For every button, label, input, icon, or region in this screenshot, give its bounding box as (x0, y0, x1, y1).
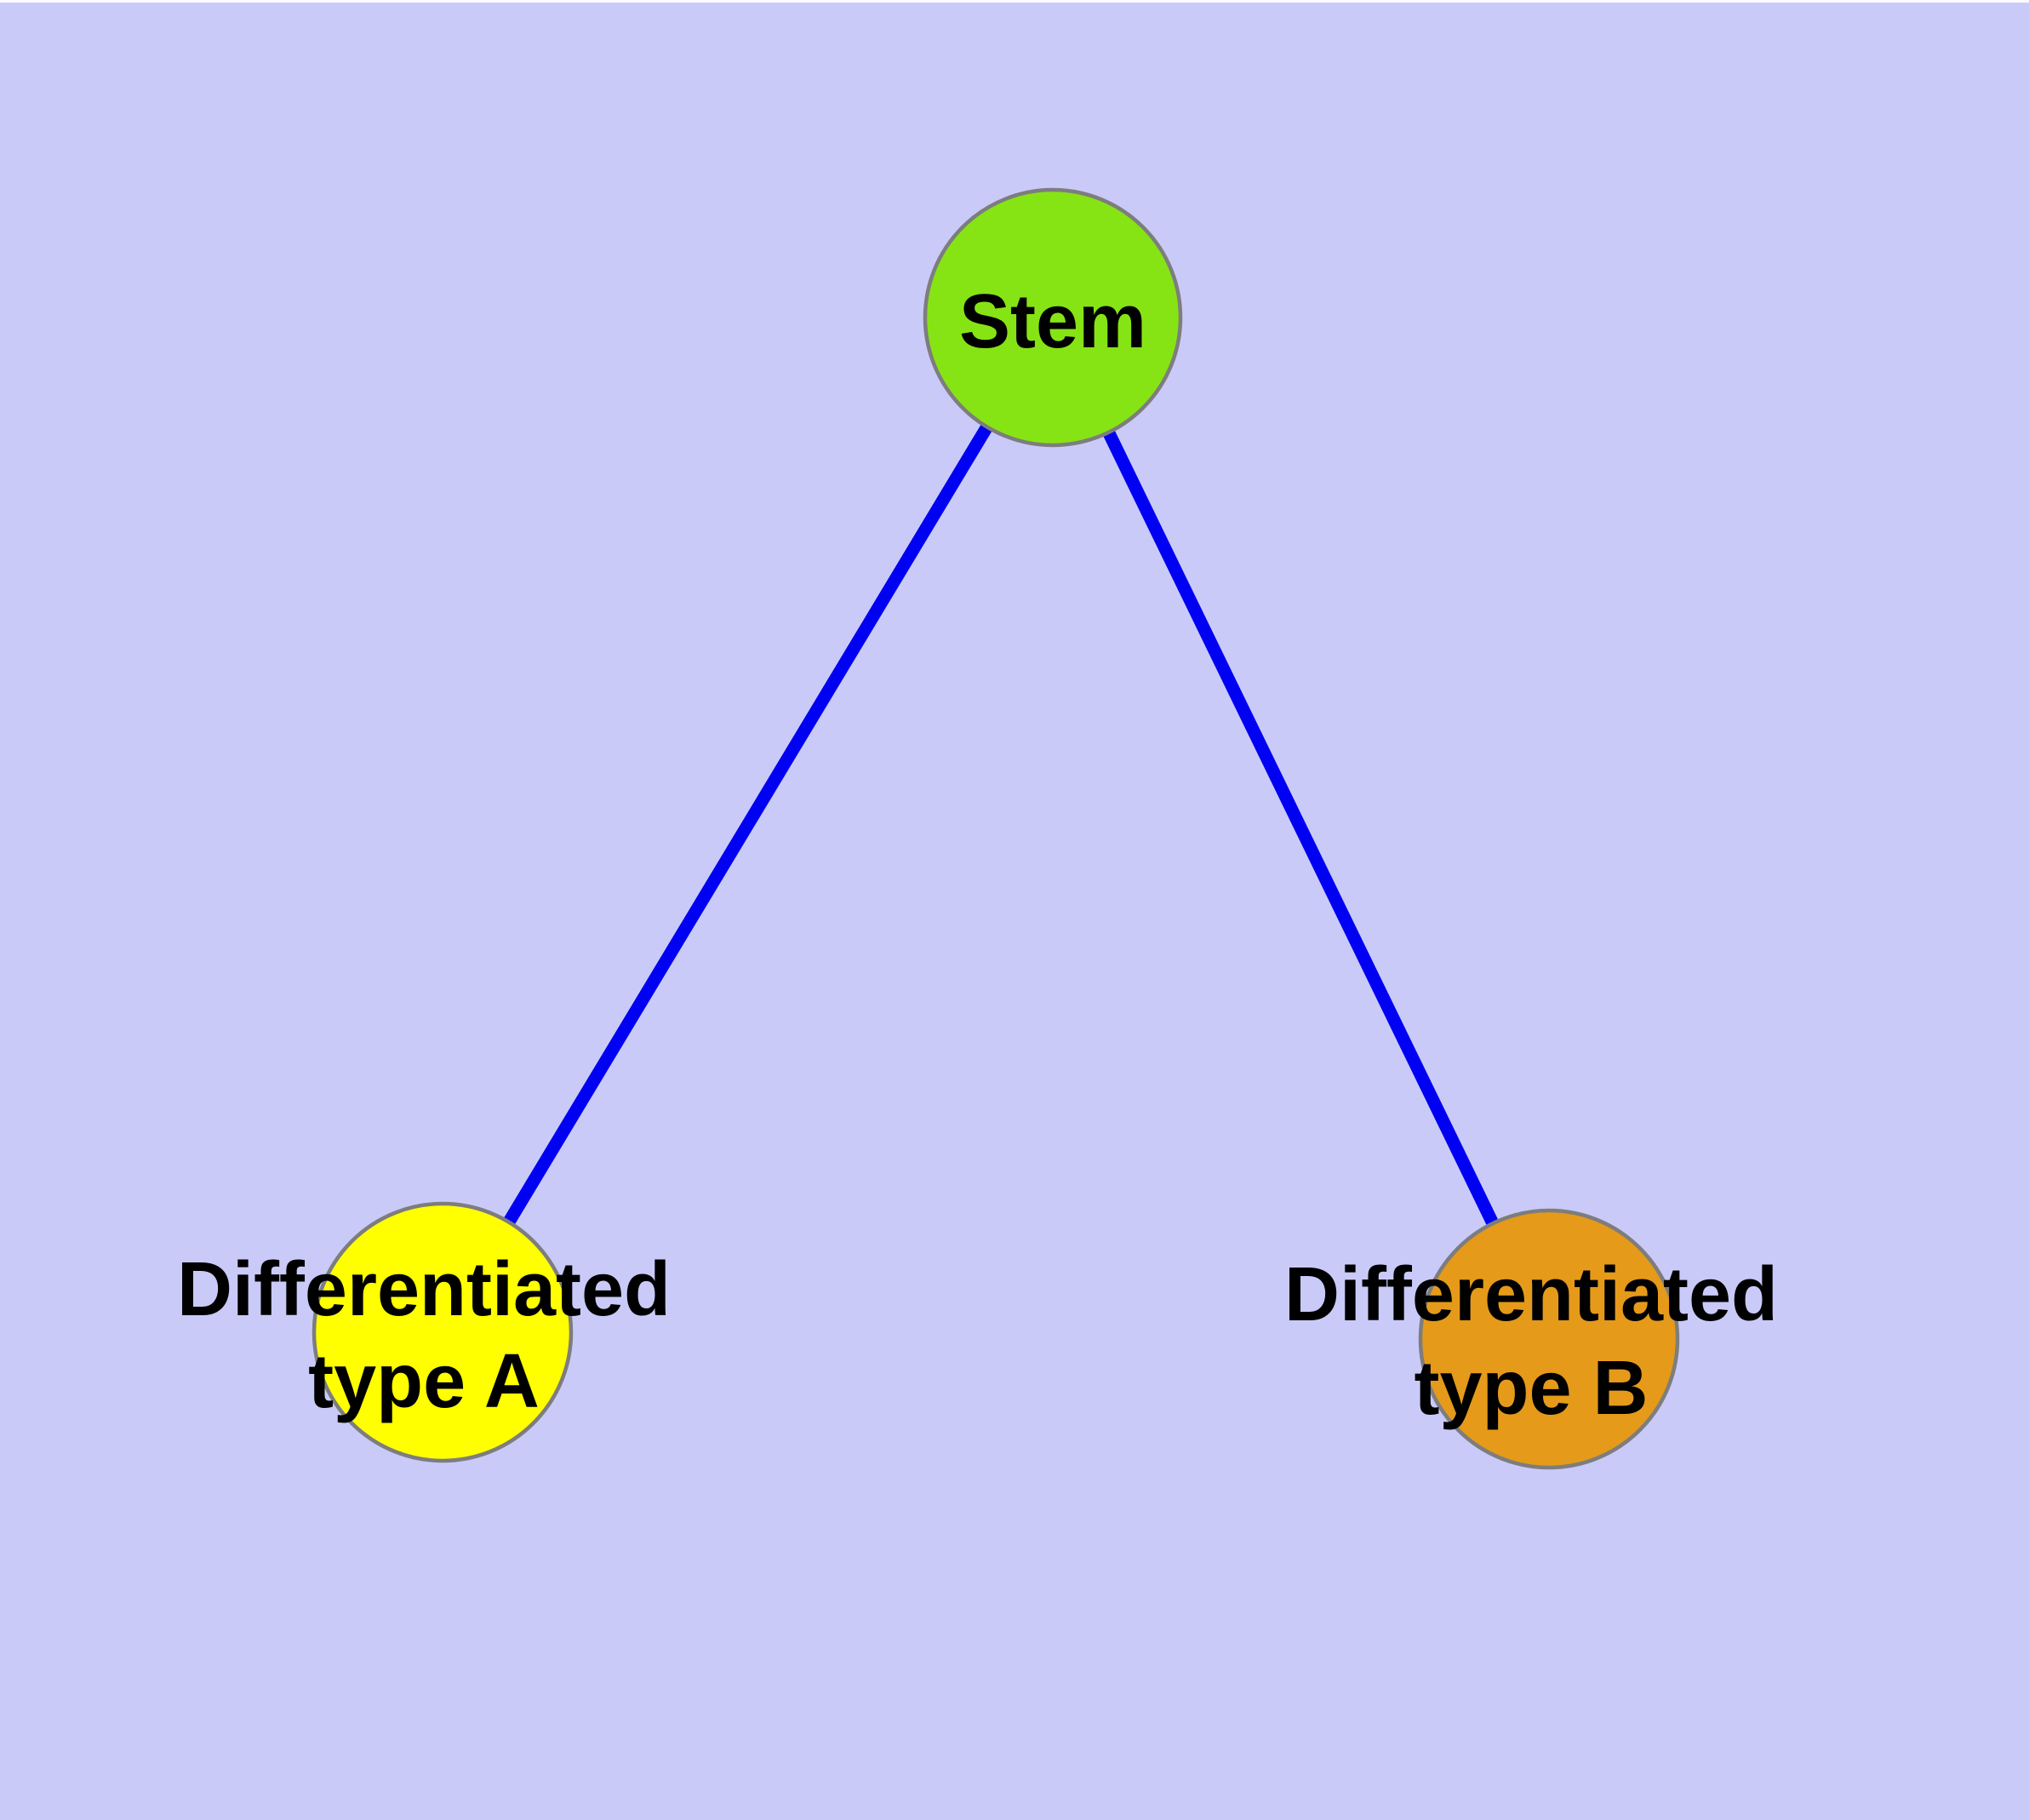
node-type-a-circle (311, 1201, 574, 1463)
node-type-b-label-line-1: Differentiated (1284, 1252, 1778, 1337)
node-type-b-label: Differentiated type B (1284, 1252, 1778, 1431)
node-type-b-circle (1418, 1208, 1680, 1470)
node-type-a-label: Differentiated type A (177, 1247, 671, 1424)
node-type-a-label-line-1: Differentiated (177, 1247, 671, 1332)
node-type-a-label-line-2: type A (308, 1339, 540, 1424)
node-type-b-label-line-2: type B (1414, 1346, 1648, 1431)
node-stem-label: Stem (959, 279, 1146, 364)
edge-stem-to-type-a (437, 314, 1059, 1336)
node-stem-circle (923, 187, 1183, 448)
top-margin-strip (0, 0, 2029, 3)
edge-stem-to-type-b (1047, 314, 1555, 1342)
